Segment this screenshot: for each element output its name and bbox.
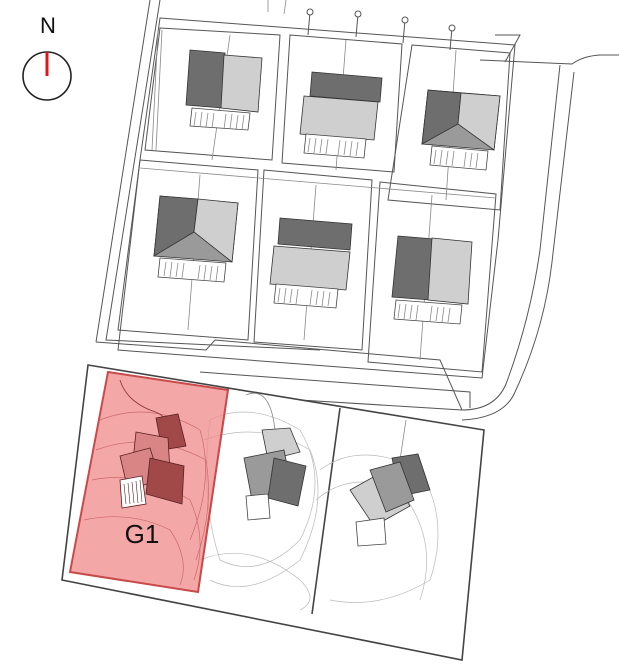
house-upper-5 — [269, 217, 353, 309]
upper-block — [117, 17, 516, 379]
house-lower-2 — [243, 392, 307, 521]
road-outline — [95, 0, 619, 421]
house-lower-3 — [349, 419, 431, 547]
plot-g1[interactable]: G1 — [68, 370, 230, 594]
north-arrow: N — [22, 13, 72, 101]
house-g1 — [119, 413, 187, 509]
house-upper-2 — [299, 71, 383, 159]
bollards — [306, 8, 456, 51]
house-upper-6 — [391, 235, 473, 325]
lower-block — [61, 364, 485, 661]
plot-g1-label: G1 — [125, 519, 160, 549]
plot-g1-contours — [83, 379, 209, 586]
house-upper-3 — [421, 89, 501, 171]
house-upper-1 — [185, 49, 263, 131]
terrain-contours — [199, 411, 439, 611]
house-upper-4 — [153, 195, 239, 283]
compass-label: N — [40, 13, 56, 38]
